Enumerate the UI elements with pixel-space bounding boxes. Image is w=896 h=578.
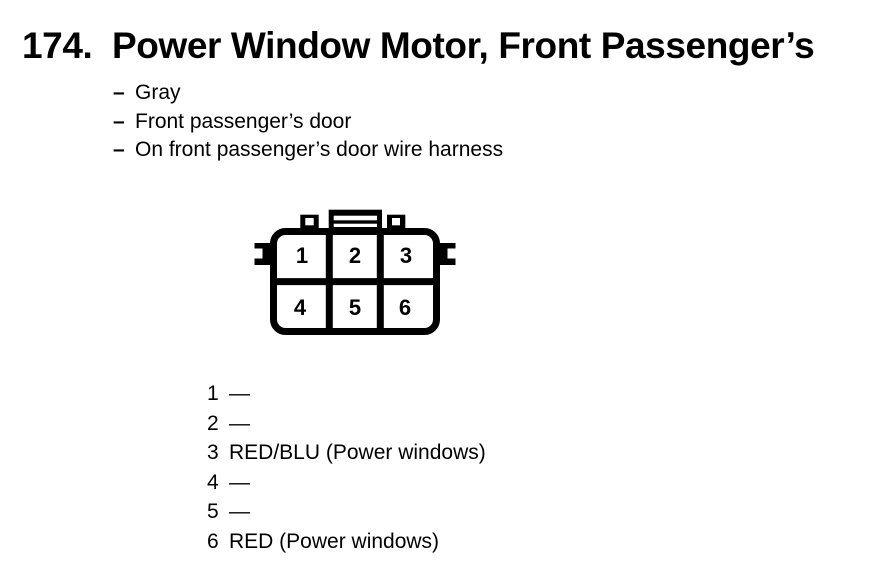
connector-latch-slot: [333, 223, 377, 227]
connector-cell-2: 2: [348, 243, 362, 268]
connector-outline-svg: [254, 209, 456, 335]
pin-number: 5: [207, 500, 219, 523]
detail-line-color: – Gray: [113, 79, 503, 108]
pin-number: 2: [207, 411, 219, 435]
connector-cell-3: 3: [399, 243, 413, 268]
pin-row-2: 2 —: [207, 409, 486, 439]
detail-line-location: – Front passenger’s door: [113, 108, 503, 137]
connector-cell-1: 1: [295, 243, 309, 268]
detail-list: – Gray – Front passenger’s door – On fro…: [113, 79, 503, 165]
pin-number: 4: [207, 470, 219, 494]
detail-text: Gray: [135, 81, 181, 104]
connector-cell-6: 6: [398, 295, 412, 320]
title-text: Power Window Motor, Front Passenger’s: [112, 25, 815, 66]
detail-line-harness: – On front passenger’s door wire harness: [113, 136, 503, 165]
connector-right-tab-hole: [392, 218, 400, 226]
detail-text: On front passenger’s door wire harness: [135, 138, 504, 161]
connector-diagram: 1 2 3 4 5 6: [252, 203, 458, 338]
pin-row-3: 3 RED/BLU (Power windows): [207, 438, 486, 468]
connector-latch: [328, 209, 382, 232]
pin-wire-label: RED (Power windows): [229, 529, 440, 553]
connector-left-tab-hole: [305, 218, 314, 226]
pin-wire-label: —: [229, 382, 250, 405]
pin-wire-label: —: [229, 411, 250, 435]
connector-cell-5: 5: [348, 295, 362, 320]
dash-bullet: –: [113, 109, 125, 133]
connector-left-wing-notch: [254, 248, 263, 259]
item-number: 174.: [22, 25, 93, 66]
pin-number: 6: [207, 529, 219, 553]
page-title: 174. Power Window Motor, Front Passenger…: [22, 24, 815, 68]
dash-bullet: –: [113, 81, 125, 104]
pin-wire-label: —: [229, 500, 250, 523]
detail-text: Front passenger’s door: [135, 109, 352, 133]
pin-number: 3: [207, 441, 219, 464]
pin-number: 1: [207, 382, 219, 405]
pin-row-1: 1 —: [207, 379, 486, 409]
connector-latch-slot: [333, 215, 377, 221]
pin-row-6: 6 RED (Power windows): [207, 527, 486, 557]
dash-bullet: –: [113, 138, 125, 161]
connector-right-wing-notch: [447, 248, 456, 259]
pin-wire-label: —: [229, 470, 250, 494]
pin-row-4: 4 —: [207, 468, 486, 498]
pinout-list: 1 — 2 — 3 RED/BLU (Power windows) 4 — 5 …: [207, 379, 486, 556]
connector-cell-4: 4: [293, 295, 307, 320]
pin-wire-label: RED/BLU (Power windows): [229, 441, 486, 464]
pin-row-5: 5 —: [207, 497, 486, 527]
